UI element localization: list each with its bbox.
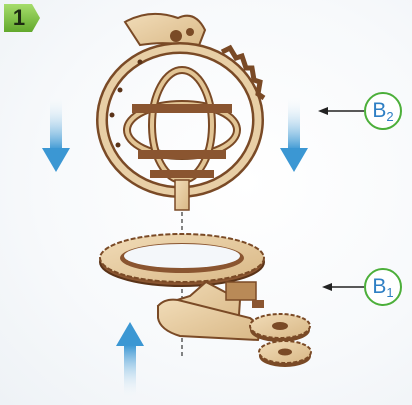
sphere-assembly: [102, 14, 264, 210]
pointer-arrow-icon-b2: [318, 107, 364, 115]
callout-b2-letter: B: [372, 99, 386, 123]
up-arrow-icon: [116, 322, 144, 400]
callout-b1-sub: 1: [386, 285, 393, 300]
callout-b2-sub: 2: [386, 109, 393, 124]
down-arrow-icon-right: [280, 95, 308, 172]
callout-b1-letter: B: [372, 275, 386, 299]
down-arrow-icon-left: [42, 95, 70, 172]
pointer-arrow-icon-b1: [322, 283, 364, 291]
